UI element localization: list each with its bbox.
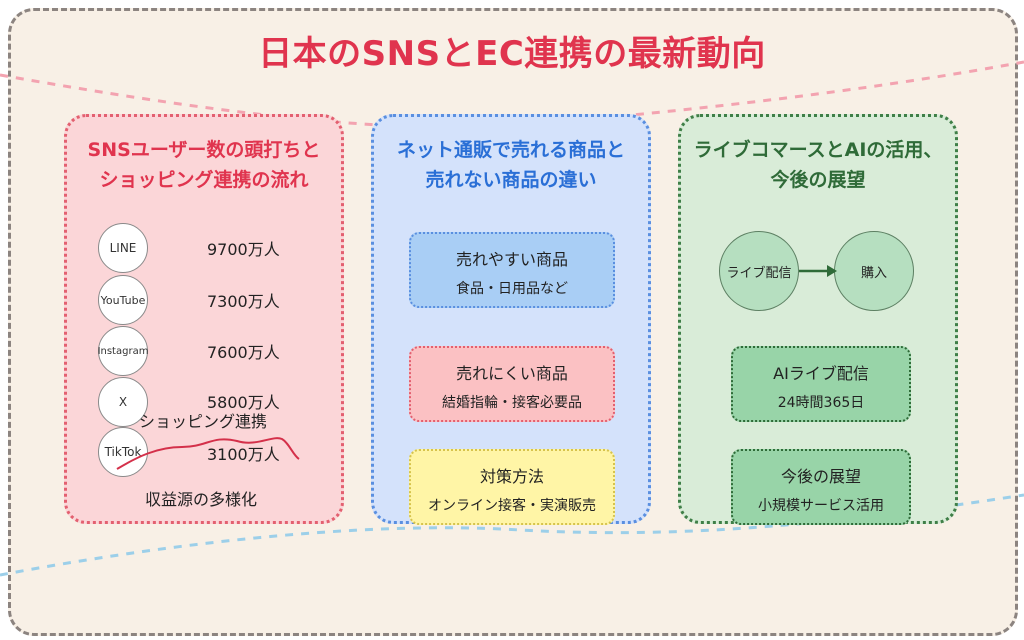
- easy-to-sell-box: 売れやすい商品 食品・日用品など: [409, 232, 615, 308]
- platform-circle-instagram: Instagram: [98, 326, 148, 376]
- live-panel-heading: ライブコマースとAIの活用、 今後の展望: [681, 135, 955, 195]
- ec-heading-line2: 売れない商品の違い: [425, 169, 597, 191]
- platform-users-x: 5800万人: [207, 393, 280, 412]
- platform-circle-youtube: YouTube: [98, 275, 148, 325]
- ai-live-stream-title: AIライブ配信: [773, 364, 869, 383]
- platform-users-tiktok: 3100万人: [207, 445, 280, 464]
- revenue-diversification-label: 収益源の多様化: [145, 490, 258, 509]
- shopping-integration-label: ショッピング連携: [139, 412, 268, 431]
- future-outlook-detail: 小規模サービス活用: [758, 498, 884, 514]
- platform-circle-tiktok: TikTok: [98, 427, 148, 477]
- future-outlook-box: 今後の展望 小規模サービス活用: [731, 449, 911, 525]
- ai-live-stream-detail: 24時間365日: [777, 395, 865, 411]
- platform-circle-x: X: [98, 377, 148, 427]
- page-title: 日本のSNSとEC連携の最新動向: [258, 34, 766, 74]
- ec-heading-line1: ネット通販で売れる商品と: [396, 139, 625, 161]
- easy-to-sell-title: 売れやすい商品: [455, 250, 568, 269]
- future-outlook-title: 今後の展望: [780, 467, 861, 486]
- sns-heading-line1: SNSユーザー数の頭打ちと: [87, 139, 321, 161]
- live-heading-line1: ライブコマースとAIの活用、: [693, 139, 943, 161]
- platform-users-youtube: 7300万人: [207, 292, 280, 311]
- live-commerce-panel: ライブコマースとAIの活用、 今後の展望 ライブ配信 購入 AIライブ配信 24…: [678, 114, 958, 525]
- countermeasures-detail: オンライン接客・実演販売: [428, 498, 596, 514]
- hard-to-sell-detail: 結婚指輪・接客必要品: [442, 395, 582, 411]
- live-heading-line2: 今後の展望: [770, 169, 866, 191]
- countermeasures-box: 対策方法 オンライン接客・実演販売: [409, 449, 615, 525]
- hard-to-sell-box: 売れにくい商品 結婚指輪・接客必要品: [409, 346, 615, 422]
- ec-panel-heading: ネット通販で売れる商品と 売れない商品の違い: [374, 135, 648, 195]
- platform-circle-line: LINE: [98, 223, 148, 273]
- sns-heading-line2: ショッピング連携の流れ: [99, 169, 309, 191]
- platform-users-instagram: 7600万人: [207, 343, 280, 362]
- purchase-node: 購入: [834, 231, 914, 311]
- platform-users-line: 9700万人: [207, 240, 280, 259]
- ai-live-stream-box: AIライブ配信 24時間365日: [731, 346, 911, 422]
- hard-to-sell-title: 売れにくい商品: [456, 364, 568, 383]
- sns-panel: SNSユーザー数の頭打ちと ショッピング連携の流れ LINE 9700万人 Yo…: [64, 114, 344, 524]
- sns-panel-heading: SNSユーザー数の頭打ちと ショッピング連携の流れ: [67, 135, 341, 195]
- countermeasures-title: 対策方法: [479, 467, 544, 486]
- ec-panel: ネット通販で売れる商品と 売れない商品の違い 売れやすい商品 食品・日用品など …: [371, 114, 651, 525]
- easy-to-sell-detail: 食品・日用品など: [456, 281, 568, 297]
- live-stream-node: ライブ配信: [719, 231, 799, 311]
